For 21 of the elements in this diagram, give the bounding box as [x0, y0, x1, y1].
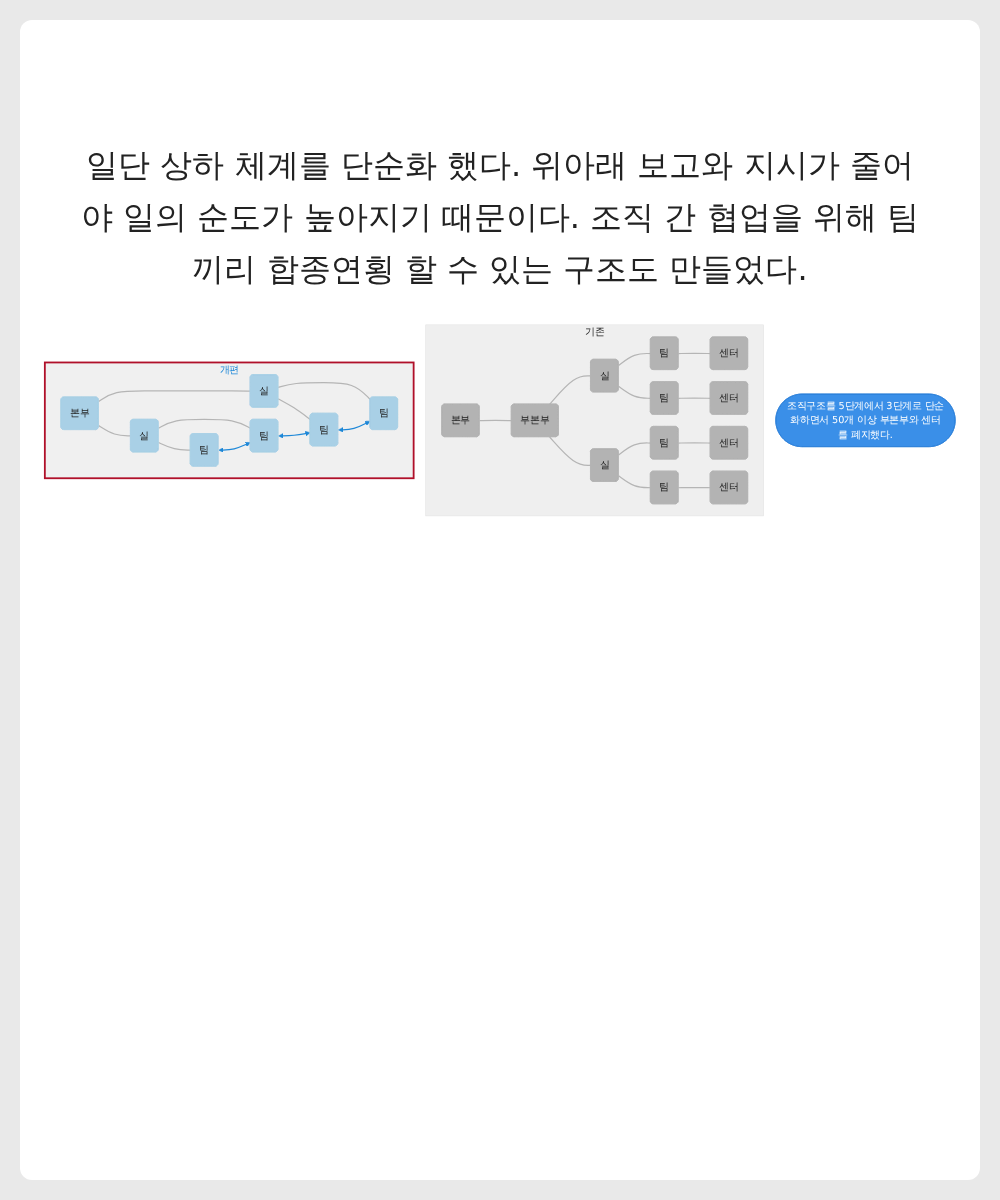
connector: [677, 486, 712, 489]
connector: [478, 419, 513, 422]
connector: [677, 352, 712, 355]
connector: [549, 436, 592, 466]
connector: [549, 375, 592, 405]
connector: [157, 418, 251, 429]
connector: [618, 442, 652, 456]
connector: [98, 390, 251, 403]
connector: [618, 385, 652, 399]
arrow: [338, 420, 371, 433]
connector: [618, 352, 652, 367]
connector: [277, 382, 371, 401]
intro-paragraph: 일단 상하 체계를 단순화 했다. 위아래 보고와 지시가 줄어야 일의 순도가 높아지기 때문이다. 조직 간 협업을 위해 팀끼리 합종연횡 할 수 있는 구조도 만들었다.: [80, 144, 920, 292]
arrow: [278, 430, 311, 439]
arrow: [218, 442, 251, 453]
connector: [157, 441, 192, 451]
connector: [677, 442, 712, 444]
connector: [98, 425, 132, 437]
connector: [618, 475, 652, 489]
connector: [277, 398, 311, 421]
connector: [677, 397, 712, 399]
